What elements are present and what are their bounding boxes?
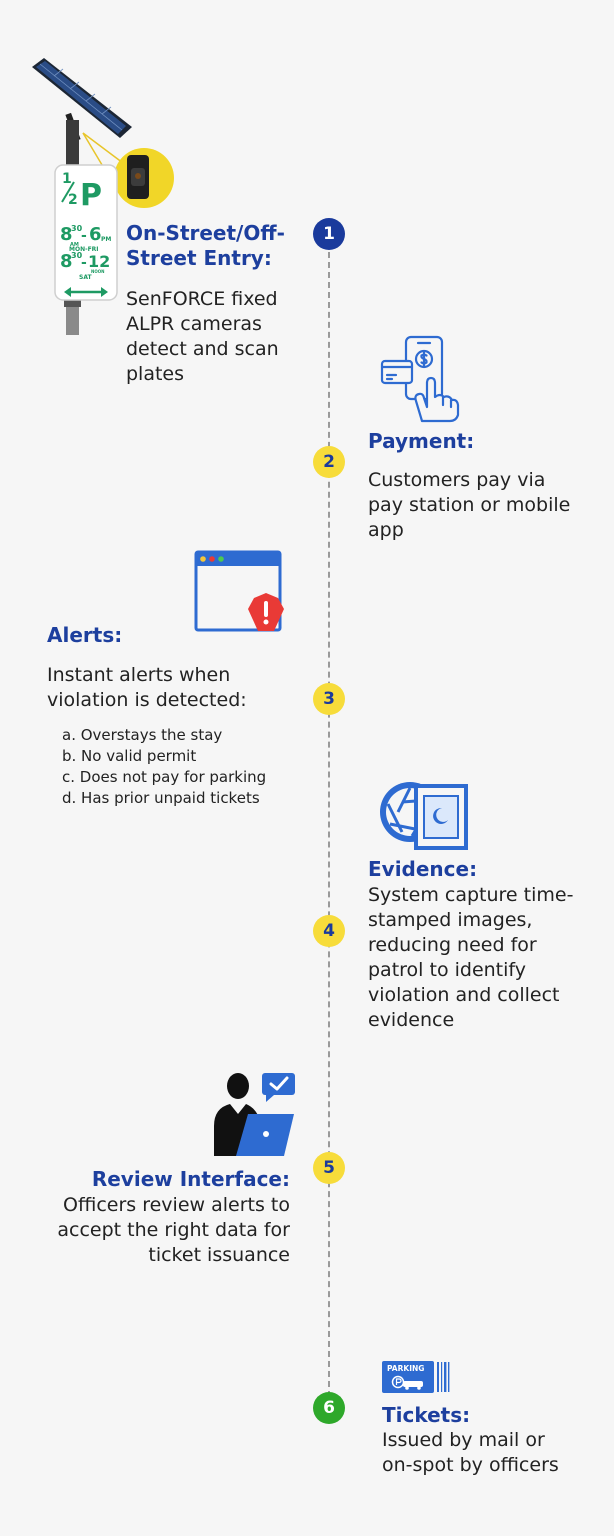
sign-time2-start: 8	[60, 251, 73, 272]
sign-time1-sep: -	[81, 228, 87, 244]
step-1-number: 1	[323, 224, 335, 244]
step-4-desc-line: patrol to identify	[368, 959, 527, 981]
sign-time2-end: 12	[88, 252, 110, 271]
step-1-badge: 1	[313, 218, 345, 250]
step-3-title: Alerts:	[47, 623, 123, 647]
browser-alert-icon	[194, 550, 284, 632]
step-4-desc-line: System capture time-	[368, 884, 574, 906]
ticket-parking-label: PARKING	[387, 1364, 424, 1373]
sign-noon-label: NOON	[91, 269, 105, 274]
list-item: c. Does not pay for parking	[62, 768, 267, 786]
step-2-desc-line: app	[368, 519, 404, 541]
sign-time1-end: 6	[89, 224, 102, 245]
sign-time1-start: 8	[60, 224, 73, 245]
step-6-desc-line: on-spot by officers	[382, 1454, 559, 1476]
step-5-description: Officers review alerts to accept the rig…	[20, 1193, 290, 1268]
step-6-description: Issued by mail or on-spot by officers	[382, 1428, 602, 1478]
step-5-desc-line: Officers review alerts to	[63, 1194, 290, 1216]
step-6-number: 6	[323, 1398, 335, 1418]
window-dot-red	[209, 556, 215, 562]
step-3-badge: 3	[313, 683, 345, 715]
step-6-badge: 6	[313, 1392, 345, 1424]
step-3-desc-line: Instant alerts when	[47, 664, 231, 686]
sign-time1-start-sup: 30	[71, 224, 83, 233]
step-2-desc-line: Customers pay via	[368, 469, 546, 491]
list-item: d. Has prior unpaid tickets	[62, 789, 260, 807]
sign-time2-start-sup: 30	[71, 251, 83, 260]
step-1-title: On-Street/Off- Street Entry:	[126, 221, 311, 271]
step-5-title: Review Interface:	[91, 1167, 290, 1191]
sign-days2: SAT	[79, 274, 92, 281]
chat-check-icon	[262, 1073, 295, 1102]
parking-ticket-icon: PARKING	[382, 1361, 450, 1393]
list-item: a. Overstays the stay	[62, 726, 223, 744]
sign-double-arrow-icon	[64, 287, 108, 297]
alpr-camera-sign-image: 1 2 P 8 30 - 6 PM AM MON-FRI 8 30 - 12 N…	[32, 58, 174, 335]
step-5-desc-line: ticket issuance	[148, 1244, 290, 1266]
mobile-payment-icon	[380, 335, 460, 423]
step-4-title: Evidence:	[368, 857, 478, 881]
laptop-icon	[236, 1114, 294, 1156]
step-4-desc-line: stamped images,	[368, 909, 533, 931]
step-3-desc-line: violation is detected:	[47, 689, 247, 711]
step-4-desc-line: reducing need for	[368, 934, 537, 956]
step-5-desc-line: accept the right data for	[57, 1219, 290, 1241]
step-5-badge: 5	[313, 1152, 345, 1184]
step-3-violation-list: a. Overstays the stay b. No valid permit…	[62, 725, 266, 809]
step-4-number: 4	[323, 921, 335, 941]
step-6-desc-line: Issued by mail or	[382, 1429, 545, 1451]
step-2-badge: 2	[313, 446, 345, 478]
ticket-barcode-icon	[437, 1362, 450, 1392]
step-2-desc-line: pay station or mobile	[368, 494, 571, 516]
warning-icon	[248, 593, 284, 631]
step-1-desc-line: plates	[126, 363, 185, 385]
parking-sign-board	[54, 164, 118, 301]
step-1-desc-line: SenFORCE fixed	[126, 288, 278, 310]
camera-photo-icon	[380, 782, 468, 850]
sign-time2-sep: -	[81, 255, 87, 271]
solar-panel	[32, 58, 132, 142]
sign-fraction-bottom: 2	[68, 192, 78, 208]
step-4-desc-line: evidence	[368, 1009, 455, 1031]
step-1-title-line1: On-Street/Off-	[126, 221, 285, 245]
sign-days1: MON-FRI	[69, 246, 99, 253]
window-dot-green	[218, 556, 224, 562]
step-1-desc-line: detect and scan	[126, 338, 279, 360]
step-3-number: 3	[323, 689, 335, 709]
sign-fraction-top: 1	[62, 171, 72, 187]
list-item: b. No valid permit	[62, 747, 197, 765]
step-5-number: 5	[323, 1158, 335, 1178]
step-2-title: Payment:	[368, 429, 475, 453]
photo-frame-icon	[414, 784, 468, 850]
sign-letter-p: P	[80, 178, 102, 213]
step-2-description: Customers pay via pay station or mobile …	[368, 468, 608, 543]
car-icon	[403, 1381, 423, 1390]
step-3-description: Instant alerts when violation is detecte…	[47, 663, 307, 713]
step-4-badge: 4	[313, 915, 345, 947]
step-1-description: SenFORCE fixed ALPR cameras detect and s…	[126, 287, 316, 387]
window-dot-yellow	[200, 556, 206, 562]
step-4-desc-line: violation and collect	[368, 984, 560, 1006]
step-4-description: System capture time- stamped images, red…	[368, 883, 610, 1033]
step-1-title-line2: Street Entry:	[126, 246, 272, 270]
step-6-title: Tickets:	[382, 1403, 471, 1427]
timeline-dashed-line	[328, 232, 330, 1407]
officer-laptop-icon	[214, 1073, 295, 1156]
step-1-desc-line: ALPR cameras	[126, 313, 262, 335]
camera-zoom-circle	[114, 148, 174, 208]
sign-time1-end-sup: PM	[101, 236, 111, 243]
sign-am-label: AM	[70, 242, 79, 248]
step-2-number: 2	[323, 452, 335, 472]
